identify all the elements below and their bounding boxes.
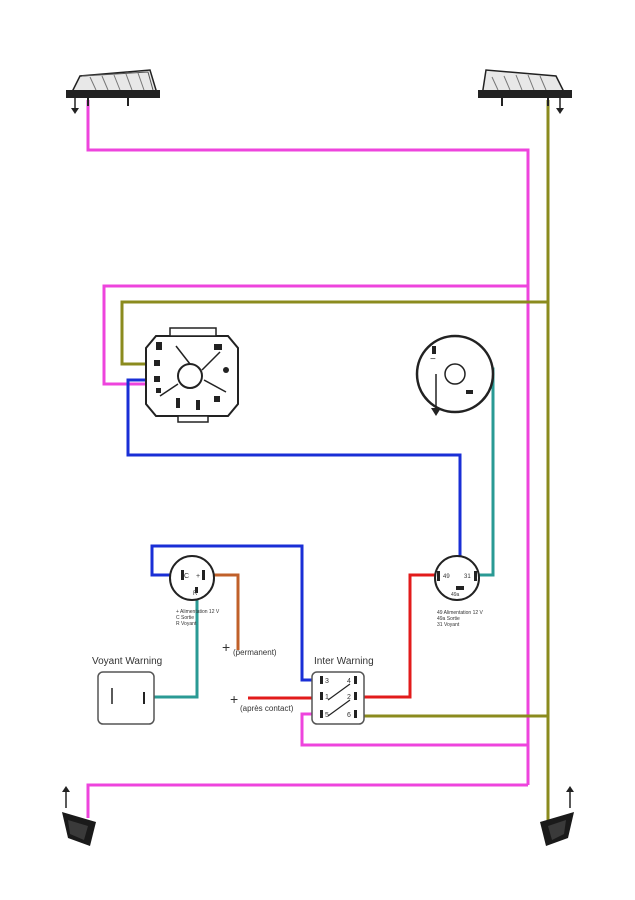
relay-right-31-label: 31 <box>464 574 471 580</box>
magenta-wire-front <box>86 100 530 785</box>
apres-contact-plus-sign: + <box>230 691 238 707</box>
blue-wire-switch-relay <box>126 378 462 575</box>
gauge-minus-label: − <box>430 354 436 365</box>
relay-right-49a-label: 49a <box>451 592 460 598</box>
blue-wire-relay-inter <box>150 544 320 682</box>
wires <box>86 100 550 825</box>
relay-left-note-1: + Alimentation 12 V <box>176 609 220 615</box>
inter-warning-switch: Inter Warning 3 4 1 2 5 6 <box>311 656 374 725</box>
round-gauge-icon: − <box>415 334 495 416</box>
front-right-lamp-icon <box>478 69 572 114</box>
relay-right-note-3: 31 Voyant <box>437 622 460 628</box>
rear-right-lamp-icon <box>540 786 574 846</box>
relay-right-note-1: 49 Alimentation 12 V <box>437 610 484 616</box>
relay-left-plus-label: + <box>196 573 200 580</box>
orange-wire-permanent <box>208 573 240 650</box>
relay-right-49-label: 49 <box>443 574 450 580</box>
relay-right-note-2: 49a Sortie <box>437 616 460 622</box>
combination-switch-icon <box>145 327 239 423</box>
red-wire-inter-relay <box>360 573 437 699</box>
inter-warning-title: Inter Warning <box>314 656 374 667</box>
front-left-lamp-icon <box>66 69 160 114</box>
relay-left-c-label: C <box>184 573 189 580</box>
relay-left-r-label: R <box>193 591 198 597</box>
relay-left-note-3: R Voyant <box>176 621 197 627</box>
rear-left-lamp-icon <box>62 786 96 846</box>
permanent-plus-sign: + <box>222 639 230 655</box>
magenta-wire-switch-loop <box>102 284 528 386</box>
teal-wire-voyant <box>148 590 199 699</box>
inter-terminal-4: 4 <box>347 678 351 685</box>
inter-terminal-1: 1 <box>325 694 329 701</box>
relay-right: 49 31 49a 49 Alimentation 12 V 49a Sorti… <box>434 555 484 628</box>
relay-left-note-2: C Sortie <box>176 615 194 621</box>
voyant-warning-title: Voyant Warning <box>92 656 162 667</box>
inter-terminal-3: 3 <box>325 678 329 685</box>
voyant-warning: Voyant Warning <box>92 656 162 725</box>
olive-wire-switch <box>120 300 548 366</box>
apres-contact-label: (après contact) <box>240 704 294 713</box>
inter-terminal-5: 5 <box>325 712 329 719</box>
relay-left: C + R + Alimentation 12 V C Sortie R Voy… <box>169 555 220 627</box>
magenta-wire-rear <box>86 783 528 818</box>
magenta-wire-inter <box>300 712 528 747</box>
permanent-label: (permanent) <box>233 648 277 657</box>
inter-terminal-6: 6 <box>347 712 351 719</box>
inter-terminal-2: 2 <box>347 694 351 701</box>
